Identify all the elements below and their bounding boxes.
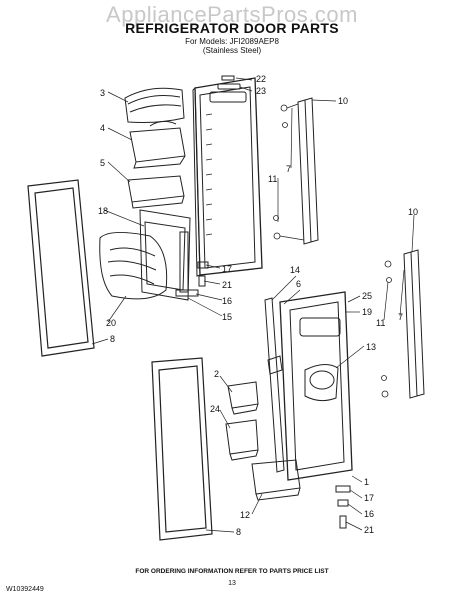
- upper-handle: [297, 97, 319, 245]
- models-line: For Models: JFI2089AEP8: [185, 37, 279, 46]
- callout-14: 14: [290, 265, 300, 275]
- dispenser-housing: [139, 209, 191, 301]
- top-hinge-parts: [217, 75, 241, 90]
- callout-4: 4: [100, 123, 105, 133]
- callout-24: 24: [210, 404, 220, 414]
- callout-5: 5: [100, 158, 105, 168]
- callout-17-upper: 17: [222, 264, 232, 274]
- callout-18: 18: [98, 206, 108, 216]
- callout-19: 19: [362, 307, 372, 317]
- lower-bin-24: [225, 419, 259, 461]
- page-number: 13: [228, 580, 236, 587]
- ordering-instructions: FOR ORDERING INFORMATION REFER TO PARTS …: [135, 568, 329, 575]
- dairy-cover: [124, 87, 185, 123]
- callout-3: 3: [100, 88, 105, 98]
- callout-labels: 22 23 10 3 4 5 11 7 18 17 21 16 15 20 8 …: [98, 74, 418, 537]
- document-number: W10392449: [6, 586, 44, 593]
- callout-7-upper: 7: [286, 164, 291, 174]
- lower-handle: [403, 249, 425, 399]
- lower-bin-12: [251, 459, 301, 501]
- upper-hinge-small-parts: [175, 261, 209, 297]
- callout-21-upper: 21: [222, 280, 232, 290]
- callout-11-upper: 11: [268, 174, 277, 184]
- callout-22: 22: [256, 74, 266, 84]
- callout-21-lower: 21: [364, 525, 374, 535]
- lower-gasket: [151, 357, 213, 541]
- upper-handle-screws: [273, 103, 305, 241]
- upper-door-panel: [192, 77, 263, 277]
- callout-17-lower: 17: [364, 493, 374, 503]
- callout-12: 12: [240, 510, 250, 520]
- lower-door-rail: [264, 297, 285, 473]
- callout-16-upper: 16: [222, 296, 232, 306]
- callout-15: 15: [222, 312, 232, 322]
- lower-handle-screws: [381, 260, 392, 398]
- callout-20: 20: [106, 318, 116, 328]
- callout-1: 1: [364, 477, 369, 487]
- callout-13: 13: [366, 342, 376, 352]
- callout-7-lower: 7: [398, 312, 403, 322]
- dispenser-cover: [99, 232, 168, 300]
- door-bin-5: [127, 175, 185, 209]
- callout-23: 23: [256, 86, 266, 96]
- watermark: AppliancePartsPros.com: [106, 2, 358, 27]
- finish-line: (Stainless Steel): [202, 46, 262, 55]
- callout-6: 6: [296, 279, 301, 289]
- callout-16-lower: 16: [364, 509, 374, 519]
- callout-25: 25: [362, 291, 372, 301]
- lower-door-panel: [279, 291, 353, 481]
- callout-11-lower: 11: [376, 318, 385, 328]
- callout-2: 2: [214, 369, 219, 379]
- callout-8-upper: 8: [110, 334, 115, 344]
- upper-gasket: [27, 179, 95, 357]
- callout-8-lower: 8: [236, 527, 241, 537]
- door-bin-4: [129, 120, 186, 169]
- page-title: REFRIGERATOR DOOR PARTS: [125, 20, 339, 36]
- callout-10-lower: 10: [408, 207, 418, 217]
- lower-hinge-parts: [335, 485, 351, 529]
- leader-lines: [91, 77, 415, 533]
- lower-bin-2: [227, 381, 259, 415]
- callout-10-upper: 10: [338, 96, 348, 106]
